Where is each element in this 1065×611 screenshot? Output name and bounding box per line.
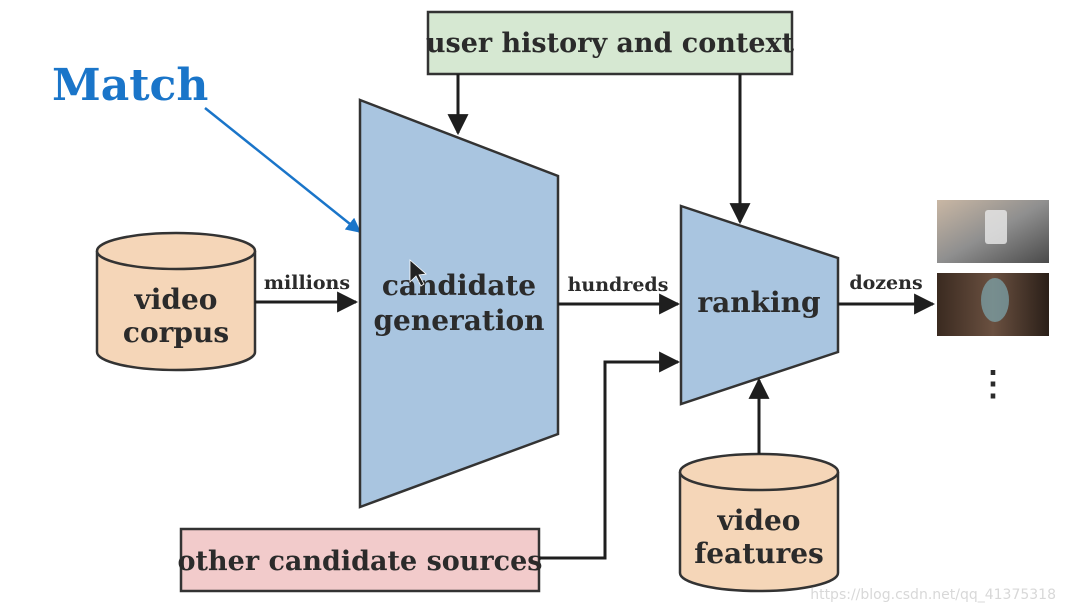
candidate-generation-funnel xyxy=(358,98,560,509)
phone-in-thumbnail xyxy=(985,210,1007,244)
other-sources-label: other candidate sources xyxy=(178,546,543,577)
video-corpus-label-line1: video xyxy=(134,283,218,316)
other-sources-to-ranking-arrow xyxy=(539,351,681,560)
match-pointer-arrow xyxy=(204,107,362,233)
dozens-label: dozens xyxy=(849,272,922,294)
video-features-label-line1: video xyxy=(717,504,801,537)
video-corpus-cylinder xyxy=(95,231,257,372)
video-features-cylinder xyxy=(678,452,840,593)
millions-label: millions xyxy=(264,272,350,294)
match-annotation: Match xyxy=(52,60,208,111)
ranking-funnel xyxy=(679,204,840,406)
candidate-generation-label-line1: candidate xyxy=(382,269,536,302)
video-corpus-label-line2: corpus xyxy=(123,316,229,349)
watermark-text: https://blog.csdn.net/qq_41375318 xyxy=(810,587,1056,603)
mouse-cursor-icon xyxy=(409,259,427,287)
user-history-box xyxy=(426,10,794,76)
ranking-label: ranking xyxy=(697,286,820,319)
output-ellipsis: ⋮ xyxy=(976,364,1010,404)
other-sources-box xyxy=(179,527,541,593)
hundreds-label: hundreds xyxy=(568,274,669,296)
video-features-label-line2: features xyxy=(694,537,824,570)
figure-in-thumbnail xyxy=(981,278,1009,322)
candidate-generation-label-line2: generation xyxy=(373,304,544,337)
user-history-label: user history and context xyxy=(426,28,795,59)
